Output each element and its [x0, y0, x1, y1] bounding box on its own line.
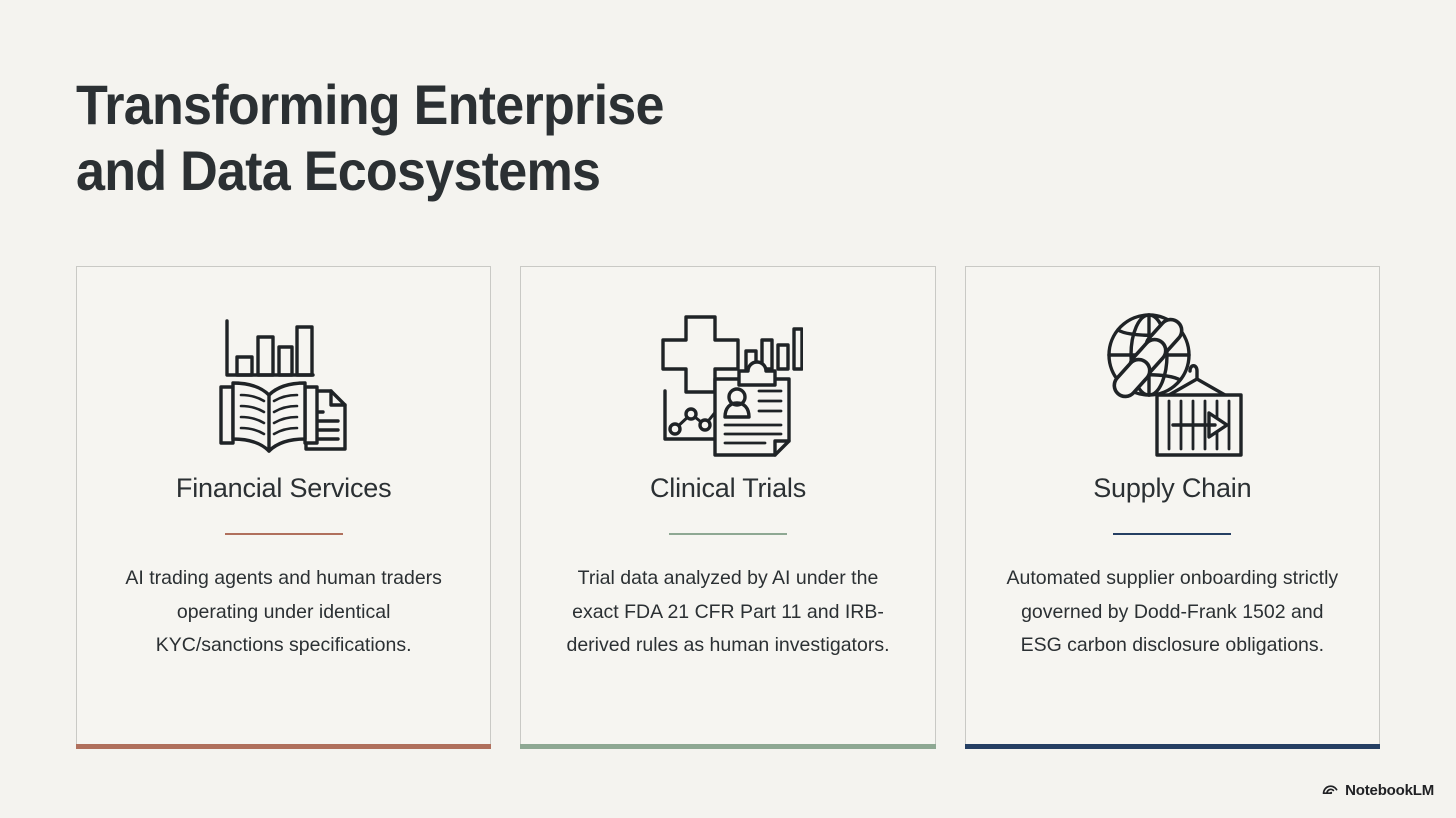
card-accent-rule	[668, 533, 787, 535]
card-accent-bar	[964, 744, 1380, 749]
globe-chain-shipping-container-icon	[1097, 299, 1247, 469]
card-row: Financial Services AI trading agents and…	[76, 266, 1380, 749]
card-accent-bar	[520, 744, 936, 749]
card-title: Supply Chain	[1093, 473, 1252, 503]
page-title: Transforming Enterprise and Data Ecosyst…	[76, 72, 913, 203]
card-accent-rule	[224, 533, 343, 535]
page-title-line-2: and Data Ecosystems	[76, 138, 601, 202]
card-clinical-trials[interactable]: Clinical Trials Trial data analyzed by A…	[520, 266, 936, 749]
card-supply-chain[interactable]: Supply Chain Automated supplier onboardi…	[964, 266, 1380, 749]
card-title: Financial Services	[175, 473, 392, 503]
footer-brand: NotebookLM	[1322, 780, 1434, 800]
page-title-line-1: Transforming Enterprise	[76, 73, 664, 136]
card-body-text: AI trading agents and human traders oper…	[125, 567, 442, 657]
card-title: Clinical Trials	[649, 473, 807, 503]
footer-brand-text: NotebookLM	[1345, 781, 1434, 799]
card-body-text: Trial data analyzed by AI under the exac…	[566, 567, 890, 657]
notebooklm-arc-logo-icon	[1322, 780, 1339, 800]
card-accent-bar	[76, 744, 492, 749]
card-body-text: Automated supplier onboarding strictly g…	[1006, 567, 1339, 657]
card-accent-rule	[1113, 533, 1232, 535]
card-financial-services[interactable]: Financial Services AI trading agents and…	[76, 266, 492, 749]
bar-chart-book-document-icon	[209, 299, 359, 469]
medical-cross-clipboard-chart-icon	[653, 299, 803, 469]
